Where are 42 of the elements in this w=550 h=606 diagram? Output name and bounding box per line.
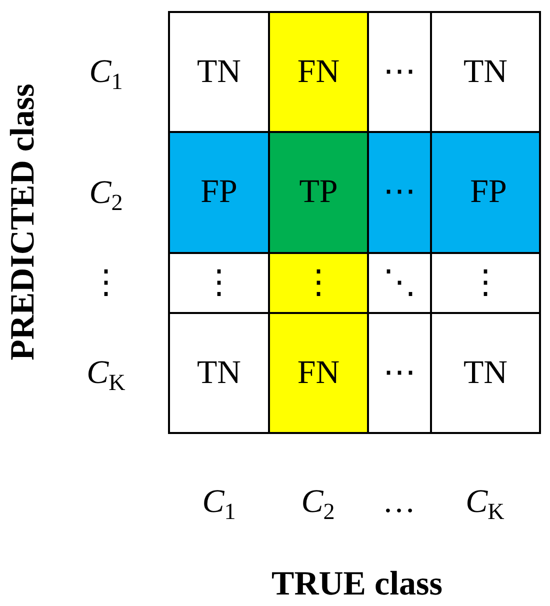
matrix-cell [432,133,539,252]
axis-title: PREDICTED class [4,84,42,360]
cell-value: ⋯ [383,174,416,211]
matrix-cell [270,13,367,131]
row-class-label: C$_{1}$ [89,54,123,90]
cell-value: FP [470,174,507,211]
cell-value: FP [200,174,238,211]
axis-title: TRUE class [272,565,442,603]
matrix-cell [432,254,539,312]
matrix-cell [170,13,268,131]
column-class-label: C$_{K}$ [466,484,504,520]
matrix-cell [270,254,367,312]
matrix-cell [270,133,367,252]
cell-value: ⋮ [302,264,335,302]
matrix-cell [369,314,430,432]
cell-value: ⋯ [383,54,416,90]
cell-value: TN [197,54,241,90]
row-class-label: C$_{2}$ [89,174,123,212]
cell-value: ⋮ [469,264,502,302]
cell-value: ⋯ [383,354,416,392]
cell-value: ⋮ [202,264,236,302]
ellipsis-label: ⋮ [90,264,122,302]
matrix-cell [170,133,268,252]
cell-value: TN [197,354,241,392]
column-class-label: C$_{1}$ [202,484,236,520]
matrix-cell [369,133,430,252]
cell-value: FN [297,54,340,90]
matrix-cell [369,13,430,131]
matrix-cell [270,314,367,432]
cell-value: TP [299,174,338,211]
matrix-cell [170,254,268,312]
matrix-cell [369,254,430,312]
matrix-cell [432,314,539,432]
cell-value: TN [464,354,508,392]
ellipsis-label: … [382,484,416,520]
cell-value: FN [297,354,340,392]
column-class-label: C$_{2}$ [301,484,335,520]
matrix-cell [170,314,268,432]
matrix-cell [432,13,539,131]
row-class-label: C$_{K}$ [86,354,126,392]
cell-value: ⋱ [383,264,416,302]
cell-value: TN [464,54,508,90]
